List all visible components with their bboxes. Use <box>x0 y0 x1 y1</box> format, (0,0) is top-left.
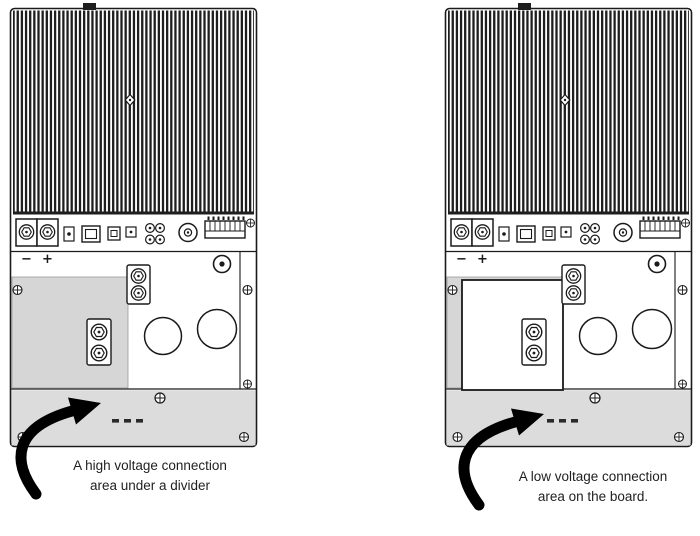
left-annotation-arrow <box>15 397 101 500</box>
left-device-diagram <box>11 3 257 447</box>
right-caption: A low voltage connection area on the boa… <box>498 467 688 507</box>
right-device-diagram <box>446 3 692 447</box>
right-caption-line2: area on the board. <box>537 489 649 504</box>
right-annotation-arrow <box>458 408 544 511</box>
left-caption: A high voltage connection area under a d… <box>55 456 245 496</box>
left-caption-line2: area under a divider <box>89 478 211 493</box>
low-voltage-board-area <box>461 279 564 391</box>
right-caption-line1: A low voltage connection <box>518 469 668 484</box>
left-caption-line1: A high voltage connection <box>73 458 227 473</box>
